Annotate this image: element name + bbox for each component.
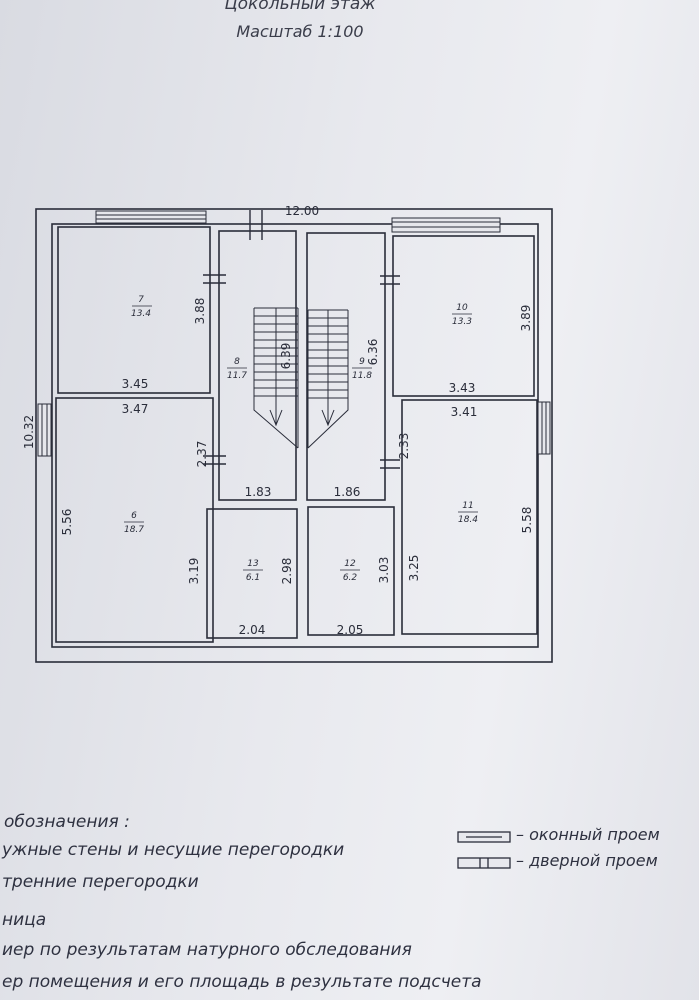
staircase-8 xyxy=(253,307,299,449)
dim-r6-right: 3.19 xyxy=(187,558,201,585)
dim-r12-width: 2.05 xyxy=(337,623,364,637)
dim-r13-width: 2.04 xyxy=(239,623,266,637)
dim-r7-height: 3.88 xyxy=(193,298,207,325)
scale-label: Масштаб 1:100 xyxy=(236,22,364,41)
legend-item-5: ер помещения и его площадь в результате … xyxy=(2,972,482,992)
dim-r13-height: 2.98 xyxy=(280,558,294,585)
room-11-area: 18.4 xyxy=(458,515,478,525)
dim-r6-step: 2.37 xyxy=(195,441,209,468)
room-12-area: 6.2 xyxy=(343,573,358,583)
door-symbol-icon xyxy=(457,857,511,869)
room-6-outline xyxy=(55,397,214,643)
room-9-area: 11.8 xyxy=(352,371,372,381)
legend-item-3: ница xyxy=(2,910,47,930)
room-9-number: 9 xyxy=(359,357,365,367)
dim-r8-width: 1.83 xyxy=(245,485,272,499)
dim-r10-width: 3.43 xyxy=(449,381,476,395)
room-7-number: 7 xyxy=(138,295,144,305)
dim-r11-right: 5.58 xyxy=(520,507,534,534)
room-13-number: 13 xyxy=(247,559,259,569)
legend-door-label: – дверной проем xyxy=(516,851,658,870)
room-11-outline xyxy=(401,399,538,635)
room-10-outline xyxy=(392,235,535,397)
dim-r6-width: 3.47 xyxy=(122,402,149,416)
room-7-outline xyxy=(57,226,211,394)
room-10-number: 10 xyxy=(456,303,468,313)
room-10-area: 13.3 xyxy=(452,317,472,327)
room-11-number: 11 xyxy=(462,501,473,511)
room-7-area: 13.4 xyxy=(131,309,151,319)
dim-r12-height: 3.03 xyxy=(377,557,391,584)
dim-r11-width: 3.41 xyxy=(451,405,478,419)
room-8-outline xyxy=(218,230,297,501)
dim-r11-step: 2.33 xyxy=(397,433,411,460)
room-6-area: 18.7 xyxy=(124,525,144,535)
legend-item-1: ужные стены и несущие перегородки xyxy=(2,840,345,860)
room-8-area: 11.7 xyxy=(227,371,247,381)
outer-wall xyxy=(35,208,553,663)
window-openings xyxy=(37,210,551,457)
room-12-outline xyxy=(307,506,395,636)
legend-item-4: иер по результатам натурного обследовани… xyxy=(2,940,412,960)
dim-r7-width: 3.45 xyxy=(122,377,149,391)
inner-wall-line xyxy=(51,223,539,648)
room-9-outline xyxy=(306,232,386,501)
legend-symbols xyxy=(457,831,511,869)
legend-heading: обозначения : xyxy=(4,812,130,832)
dim-r8-height: 6.39 xyxy=(279,343,293,370)
room-13-outline xyxy=(206,508,298,639)
door-marks xyxy=(203,210,400,469)
room-12-number: 12 xyxy=(344,559,356,569)
dim-r11-left: 3.25 xyxy=(407,555,421,582)
legend-window-label: – оконный проем xyxy=(516,825,660,844)
dim-r9-width: 1.86 xyxy=(334,485,361,499)
staircase-9 xyxy=(307,309,349,449)
legend-item-2: тренние перегородки xyxy=(2,872,199,892)
room-6-number: 6 xyxy=(131,511,137,521)
floor-title: Цокольный этаж xyxy=(224,0,376,14)
dim-overall-width: 12.00 xyxy=(285,204,319,218)
room-13-area: 6.1 xyxy=(246,573,260,583)
dim-overall-depth: 10.32 xyxy=(22,415,36,449)
dim-r9-height: 6.36 xyxy=(366,339,380,366)
room-8-number: 8 xyxy=(234,357,240,367)
dim-r6-left: 5.56 xyxy=(60,509,74,536)
dim-r10-height: 3.89 xyxy=(519,305,533,332)
